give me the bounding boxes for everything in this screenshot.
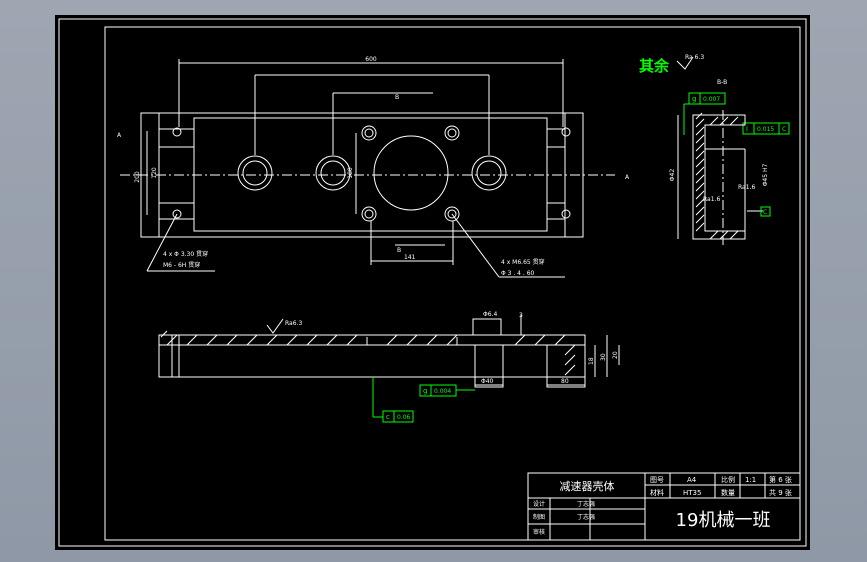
dim-left-offset: A — [117, 132, 122, 139]
tol-flatness-symbol: g — [692, 95, 696, 103]
corner-hole-br — [561, 209, 571, 219]
roughness-other-label: 其余 — [639, 57, 670, 75]
corner-hole-tr — [561, 127, 571, 137]
dim-inner: 120 — [151, 167, 158, 179]
designer-label: 设计 — [533, 500, 545, 508]
front-dim-right-2: 18 — [588, 357, 595, 365]
front-view: Ra6.3 Φ6.4 3 18 30 20 Φ40 80 g 0.004 c 0… — [158, 311, 620, 423]
section-dim-right: Ra1.6 — [738, 184, 755, 191]
front-dim-top: Φ6.4 — [483, 311, 497, 318]
cad-viewport[interactable]: 600 B 200 A A 180 120 141 B 4 x Φ 3.30 贯… — [55, 15, 810, 550]
corner-hole-tl — [172, 127, 182, 137]
total-label: 共 9 张 — [769, 488, 792, 497]
dim-hole-offset: B — [395, 94, 399, 101]
dim-overall-width: 600 — [365, 56, 377, 63]
part-name: 减速器壳体 — [560, 479, 615, 493]
checker-name: 丁志强 — [577, 513, 595, 521]
quantity-label: 数量 — [721, 488, 735, 497]
front-view-outline — [158, 334, 586, 378]
checker-label: 制图 — [533, 513, 545, 521]
bearing-hole-1 — [237, 155, 273, 191]
note-left-1: 4 x Φ 3.30 贯穿 — [163, 250, 208, 258]
tol-position: 0.06 — [397, 414, 411, 421]
tol-perp-symbol: i — [746, 125, 748, 133]
roughness-other-value: Ra 6.3 — [685, 54, 704, 61]
front-dim-right-4: 20 — [612, 351, 619, 359]
scale-label: 图号 — [650, 476, 664, 484]
dim-right-offset: A — [625, 174, 630, 181]
reviewer-label: 审核 — [533, 528, 545, 536]
dim-height: 200 — [134, 171, 141, 183]
section-view: B-B g 0.007 i 0.015 C Φ42 Ra1.6 Ra1.6 Φ4… — [669, 79, 790, 245]
designer-name: 丁志强 — [577, 500, 595, 508]
bearing-hole-3 — [471, 155, 507, 191]
note-left-2: M6 - 6H 贯穿 — [163, 261, 200, 269]
drawing-canvas: 600 B 200 A A 180 120 141 B 4 x Φ 3.30 贯… — [58, 18, 807, 547]
tol-parallel: 0.004 — [434, 388, 451, 395]
material-value: HT35 — [683, 489, 701, 497]
sheet-label: 第 6 张 — [769, 475, 792, 484]
dim-small: 180 — [347, 167, 354, 179]
material-label: 材料 — [650, 488, 664, 497]
front-dim-bottom-2: 80 — [561, 378, 569, 385]
bearing-hole-2 — [315, 155, 351, 191]
front-dim-bottom-1: Φ40 — [481, 378, 494, 385]
section-dim-left: Φ42 — [669, 169, 676, 182]
inner-frame — [104, 26, 801, 541]
section-label: B-B — [717, 79, 727, 86]
class-name: 19机械一班 — [676, 510, 771, 531]
title-block: 减速器壳体 图号 A4 比例 1:1 第 6 张 材料 HT35 数量 共 9 … — [527, 472, 801, 541]
front-roughness: Ra6.3 — [285, 320, 302, 327]
ratio-value: 1:1 — [745, 476, 756, 484]
tol-datum-right: C — [763, 209, 767, 216]
dim-bottom-arrow: B — [397, 247, 401, 254]
note-right-2: Φ 3 . 4 . 60 — [501, 270, 535, 277]
dim-bottom: 141 — [404, 254, 416, 261]
corner-hole-bl — [172, 209, 182, 219]
front-boss — [472, 318, 502, 336]
section-dim-mid: Ra1.6 — [703, 196, 720, 203]
section-profile — [692, 114, 746, 240]
front-dim-right-1: 3 — [519, 312, 523, 319]
main-bore — [373, 135, 449, 211]
front-dim-right-3: 30 — [600, 353, 607, 361]
roughness-note: 其余 Ra 6.3 — [639, 54, 704, 75]
tol-parallel-symbol: g — [423, 387, 427, 395]
roughness-symbol-icon — [676, 56, 694, 70]
top-view: 600 B 200 A A 180 120 141 B 4 x Φ 3.30 贯… — [117, 56, 630, 278]
outer-border — [58, 18, 807, 547]
scale-value: A4 — [687, 476, 697, 484]
section-vertical-text: Φ45 H7 — [762, 164, 769, 187]
tol-perp: 0.015 — [757, 126, 774, 133]
ratio-label: 比例 — [721, 475, 735, 484]
title-block-frame — [527, 472, 801, 541]
tol-position-symbol: c — [386, 413, 390, 421]
tol-flatness: 0.007 — [703, 96, 720, 103]
tol-perp-datum: C — [782, 126, 786, 133]
note-right-1: 4 x M6.65 贯穿 — [501, 258, 545, 266]
